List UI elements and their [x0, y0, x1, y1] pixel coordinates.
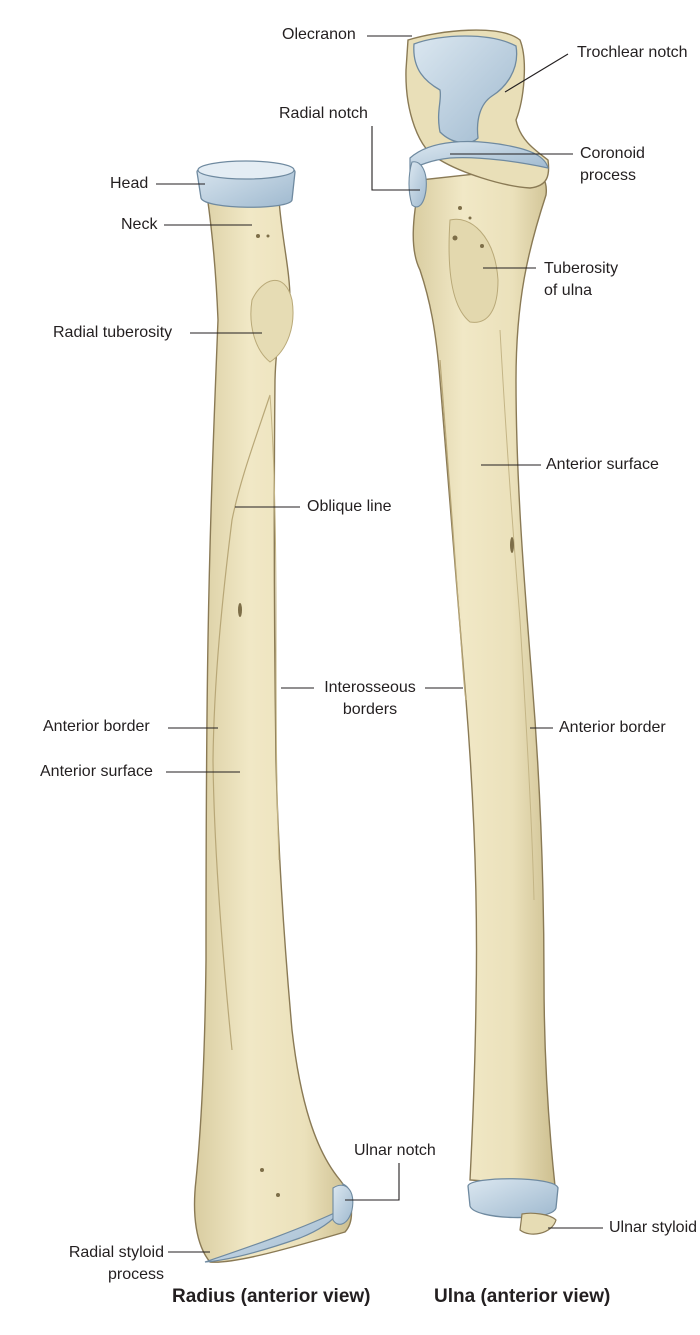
- label-coronoid-line1: Coronoid: [580, 145, 645, 162]
- label-anterior-surface-ulna: Anterior surface: [546, 456, 659, 473]
- label-tuberosity-of-ulna: Tuberosity of ulna: [544, 258, 618, 302]
- label-interosseous-borders: Interosseous borders: [320, 677, 420, 721]
- label-ulnar-notch: Ulnar notch: [354, 1142, 436, 1159]
- label-anterior-border-radius: Anterior border: [43, 718, 150, 735]
- label-radial-styloid-process: Radial styloid process: [40, 1242, 164, 1286]
- radius-tuberosity-shape: [250, 279, 294, 363]
- label-coronoid-process: Coronoid process: [580, 143, 645, 187]
- radius-shaft: [193, 194, 353, 1263]
- label-coronoid-line2: process: [580, 167, 637, 184]
- leader-radial-notch: [371, 126, 420, 191]
- label-oblique-line: Oblique line: [307, 498, 392, 515]
- label-neck: Neck: [121, 216, 158, 233]
- label-ulnar-styloid: Ulnar styloid: [609, 1219, 698, 1236]
- label-trochlear-notch: Trochlear notch: [577, 44, 688, 61]
- radius-ulnar-notch-shape: [332, 1184, 354, 1225]
- label-head: Head: [110, 175, 149, 192]
- label-radial-notch: Radial notch: [279, 105, 368, 122]
- label-tuberosity-line1: Tuberosity: [544, 260, 619, 277]
- leader-lines: [156, 35, 603, 1253]
- caption-radius: Radius (anterior view): [172, 1286, 371, 1307]
- label-anterior-border-ulna: Anterior border: [559, 719, 666, 736]
- caption-ulna: Ulna (anterior view): [434, 1286, 611, 1307]
- ulna-tuberosity-shape: [448, 218, 499, 323]
- ulna-styloid-shape: [519, 1212, 557, 1235]
- radius-interosseous-line: [269, 394, 280, 861]
- label-radial-styloid-line2: process: [107, 1266, 164, 1283]
- ulna-trochlear-notch: [413, 35, 518, 144]
- label-olecranon: Olecranon: [282, 26, 356, 43]
- label-radial-styloid-line1: Radial styloid: [68, 1244, 164, 1261]
- label-tuberosity-line2: of ulna: [544, 282, 593, 299]
- ulna-anterior-line: [499, 329, 535, 901]
- radius-head-top: [197, 160, 295, 180]
- ulna-interosseous-line: [439, 359, 467, 701]
- radius-bone: [193, 160, 354, 1263]
- label-anterior-surface-radius: Anterior surface: [40, 763, 153, 780]
- ulna-head: [467, 1178, 559, 1219]
- ulna-shaft: [412, 167, 556, 1187]
- radius-distal-cartilage: [204, 1182, 351, 1263]
- radius-oblique-line: [212, 394, 271, 1051]
- ulna-bone: [405, 29, 559, 1235]
- ulna-coronoid-cartilage: [409, 140, 549, 171]
- label-interosseous-line2: borders: [342, 701, 398, 718]
- label-radial-tuberosity: Radial tuberosity: [53, 324, 173, 341]
- leader-ulnar-notch: [345, 1163, 400, 1201]
- leader-trochlear-notch: [504, 53, 569, 93]
- label-interosseous-line1: Interosseous: [324, 679, 416, 696]
- ulna-radial-notch: [408, 161, 427, 208]
